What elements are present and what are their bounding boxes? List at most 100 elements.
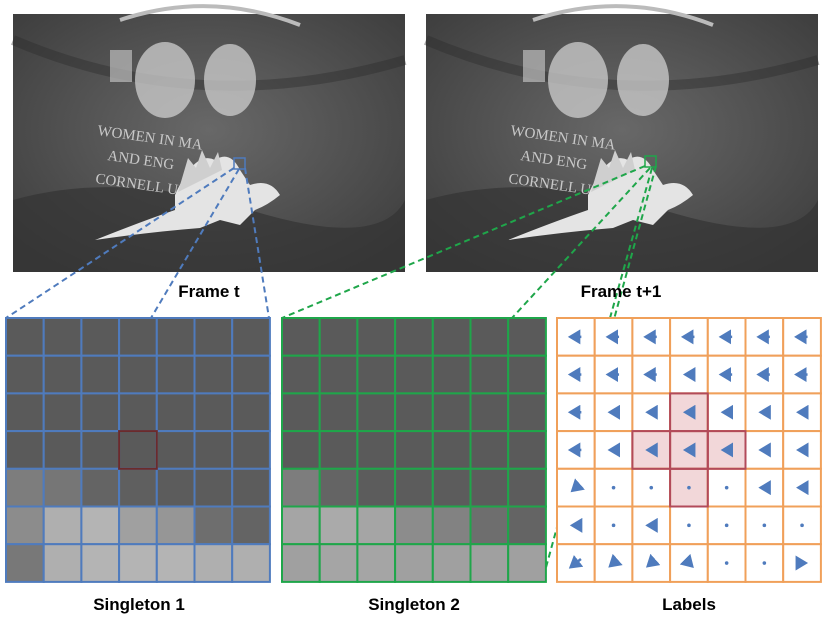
grid-cell — [469, 354, 510, 395]
grid-cell — [155, 467, 196, 508]
grid-cell — [193, 505, 234, 546]
grid-cell — [80, 354, 121, 395]
grid-cell — [155, 354, 196, 395]
zero-motion-dot — [724, 561, 729, 565]
zero-motion-dot — [687, 485, 691, 490]
grid-cell — [80, 505, 121, 546]
grid-cell — [431, 430, 472, 470]
grid-cell — [5, 354, 45, 395]
grid-cell — [507, 543, 547, 583]
grid-cell — [42, 430, 83, 470]
frame-t1-photo: WOMEN IN MA AND ENG CORNELL U — [424, 4, 820, 272]
grid-cell — [507, 354, 547, 395]
grid-cell — [281, 430, 321, 470]
grid-cell — [231, 317, 271, 357]
grid-cell — [118, 392, 158, 433]
grid-cell — [5, 467, 45, 508]
zero-motion-dot — [649, 485, 654, 490]
grid-cell — [356, 505, 397, 546]
grid-cell — [394, 543, 434, 583]
grid-cell — [394, 467, 434, 508]
labels-grid — [556, 317, 822, 583]
grid-cell — [318, 505, 359, 546]
caption-labels: Labels — [662, 595, 716, 614]
zero-motion-dot — [724, 523, 729, 528]
grid-cell — [356, 467, 397, 508]
grid-cell — [356, 354, 397, 395]
grid-cell — [155, 543, 196, 583]
dinosaur-toy-t1 — [508, 150, 693, 240]
grid-cell — [431, 505, 472, 546]
grid-cell — [42, 543, 83, 583]
grid-cell — [118, 354, 158, 395]
grid-cell — [231, 505, 271, 546]
label-cell — [744, 543, 785, 583]
grid-cell — [5, 317, 45, 357]
label-highlight-border — [669, 467, 709, 508]
grid-cell — [155, 392, 196, 433]
grid-cell — [193, 354, 234, 395]
grid-cell — [281, 354, 321, 395]
grid-cell — [507, 430, 547, 470]
grid-cell — [469, 543, 510, 583]
grid-cell — [42, 505, 83, 546]
frame-t-patch-marker — [233, 157, 246, 170]
grid-cell — [318, 354, 359, 395]
grid-cell — [507, 467, 547, 508]
grid-cell — [356, 317, 397, 357]
grid-cell — [5, 505, 45, 546]
grid-cell — [394, 505, 434, 546]
grid-cell — [431, 317, 472, 357]
zero-motion-dot — [800, 523, 804, 528]
zero-motion-dot — [611, 523, 616, 528]
caption-frame-t: Frame t — [178, 282, 240, 301]
grid-cell — [80, 467, 121, 508]
grid-cell — [118, 543, 158, 583]
poster-figures — [110, 4, 301, 118]
grid-cell — [394, 430, 434, 470]
grid-cell — [431, 543, 472, 583]
grid-cell — [507, 505, 547, 546]
grid-cell — [193, 467, 234, 508]
zero-motion-dot — [762, 523, 767, 528]
grid-cell — [118, 430, 158, 470]
caption-frame-t1: Frame t+1 — [581, 282, 662, 301]
caption-singleton1: Singleton 1 — [93, 595, 185, 614]
motion-arrow — [679, 553, 694, 568]
frame-t1-patch-marker — [644, 155, 657, 168]
grid-cell — [231, 354, 271, 395]
grid-cell — [193, 543, 234, 583]
motion-arrow — [568, 554, 584, 569]
grid-cell — [231, 430, 271, 470]
grid-cell — [42, 317, 83, 357]
grid-cell — [193, 317, 234, 357]
grid-cell — [318, 317, 359, 357]
grid-cell — [318, 392, 359, 433]
grid-cell — [394, 317, 434, 357]
grid-cell — [469, 392, 510, 433]
grid-cell — [118, 505, 158, 546]
motion-arrow — [608, 553, 623, 568]
grid-cell — [5, 430, 45, 470]
grid-cell — [281, 392, 321, 433]
grid-cell — [80, 392, 121, 433]
grid-cell — [281, 467, 321, 508]
grid-cell — [281, 317, 321, 357]
grid-cell — [155, 430, 196, 470]
grid-cell — [5, 543, 45, 583]
zero-motion-dot — [762, 561, 767, 565]
singleton2-grid — [281, 317, 547, 583]
frame-t-photo: WOMEN IN MA AND ENG CORNELL U — [11, 4, 407, 272]
grid-cell — [155, 317, 196, 357]
grid-cell — [318, 467, 359, 508]
highlighted-cell — [118, 430, 158, 470]
grid-cell — [42, 392, 83, 433]
grid-cell — [507, 317, 547, 357]
grid-cell — [469, 317, 510, 357]
grid-cell — [155, 505, 196, 546]
zero-motion-dot — [687, 523, 691, 528]
grid-cell — [193, 430, 234, 470]
grid-cell — [281, 543, 321, 583]
zero-motion-dot — [724, 485, 729, 490]
grid-cell — [431, 354, 472, 395]
